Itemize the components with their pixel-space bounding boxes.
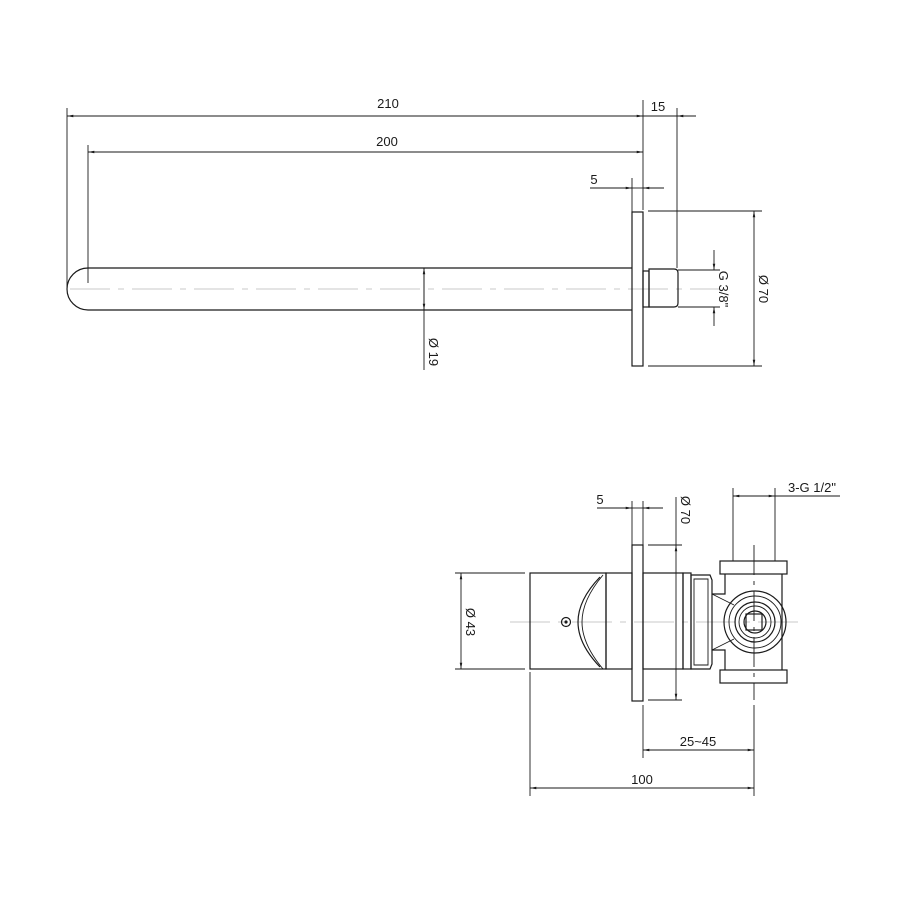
dim-wall-depth: 25~45	[680, 734, 717, 749]
handle-curve	[577, 576, 601, 668]
dim-plate-diameter: Ø 70	[756, 275, 771, 303]
top-port	[719, 560, 788, 575]
wall-plate	[631, 544, 644, 702]
dim-overall-depth: 100	[631, 772, 653, 787]
port-ring	[734, 601, 776, 643]
dim-overall-length: 210	[377, 96, 399, 111]
dim-connection-thread: 3-G 1/2"	[788, 480, 836, 495]
dim-handle-diameter: Ø 43	[463, 608, 478, 636]
spindle-square	[745, 613, 763, 631]
dim-thread-size: G 3/8"	[716, 271, 731, 308]
spout-view: 210 200 15 5 Ø 19 G 3/8" Ø 70	[66, 96, 771, 370]
port-outer-ring	[723, 590, 787, 654]
bottom-port	[719, 669, 788, 684]
dim-plate-diameter: Ø 70	[678, 496, 693, 524]
handle-body	[529, 572, 607, 670]
dim-spout-diameter: Ø 19	[426, 338, 441, 366]
handle-screw	[560, 616, 572, 628]
dim-plate-thickness: 5	[590, 172, 597, 187]
dim-spout-length: 200	[376, 134, 398, 149]
dim-connector-depth: 15	[651, 99, 665, 114]
port-inner	[743, 610, 767, 634]
sleeve	[605, 572, 633, 670]
cartridge-inner	[693, 578, 709, 666]
mixer-view: 5 Ø 70 3-G 1/2" Ø 43 25~45 100	[455, 480, 840, 796]
valve-body	[712, 574, 783, 670]
dim-plate-thickness: 5	[596, 492, 603, 507]
valve-sleeve	[642, 572, 684, 670]
threaded-connector	[648, 268, 679, 308]
handle-curve-inner	[581, 574, 604, 670]
valve-ring	[682, 572, 692, 670]
valve-cartridge	[690, 574, 713, 670]
spout-body	[66, 267, 632, 311]
